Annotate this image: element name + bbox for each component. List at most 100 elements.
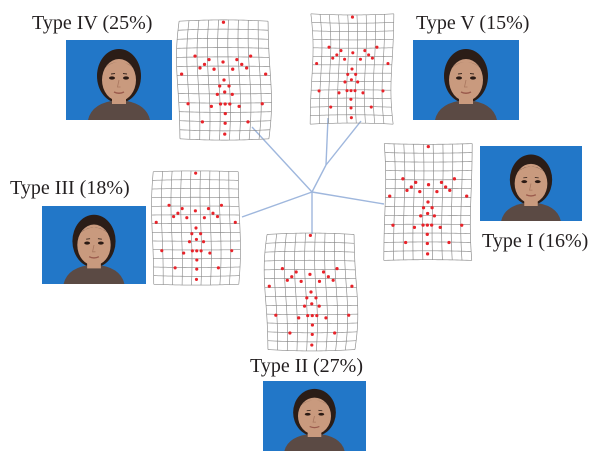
landmark-point (430, 223, 434, 227)
grid-lines (309, 13, 395, 125)
landmark-point (333, 331, 337, 335)
landmark-point (367, 53, 371, 57)
grid-column-line (412, 144, 415, 260)
grid-column-line (393, 143, 396, 261)
grid-column-line (355, 14, 358, 124)
landmark-point (351, 51, 355, 55)
landmark-point (240, 62, 244, 67)
grid-column-line (337, 14, 341, 124)
grid-column-line (469, 143, 473, 261)
landmark-point (187, 240, 192, 244)
grid-column-line (199, 170, 202, 286)
landmark-point (221, 60, 225, 64)
landmark-point (172, 215, 176, 219)
grid-row-line (383, 259, 472, 261)
landmark-point (314, 296, 318, 300)
landmark-point (211, 211, 215, 215)
deformation-grid-type-v (309, 13, 395, 125)
grid-row-line (267, 340, 357, 343)
landmark-point (215, 92, 219, 97)
face-photo-type-iii (42, 206, 146, 284)
landmark-point (460, 223, 464, 227)
landmark-point (207, 57, 211, 62)
grid-column-line (328, 14, 332, 124)
landmark-point (288, 331, 292, 335)
landmark-point (274, 313, 278, 317)
landmark-point (173, 266, 177, 270)
grid-column-line (257, 20, 262, 140)
landmark-point (327, 45, 331, 49)
grid-column-line (180, 170, 183, 286)
grid-row-line (267, 331, 358, 334)
landmark-point (409, 185, 413, 189)
landmark-point (285, 278, 289, 282)
landmark-point (219, 203, 224, 207)
grid-column-line (237, 20, 241, 140)
landmark-point (195, 267, 199, 271)
landmark-point (343, 57, 347, 61)
grid-row-line (384, 152, 473, 154)
landmark-point (199, 249, 203, 253)
deformation-grid-type-iii (151, 170, 241, 286)
grid-column-line (237, 171, 241, 285)
landmark-point (200, 120, 205, 124)
grid-row-line (310, 122, 394, 125)
type-i-label: Type I (16%) (482, 230, 589, 252)
landmark-point (194, 237, 199, 241)
landmark-point (421, 206, 426, 210)
landmark-point (310, 302, 314, 306)
landmark-point (425, 223, 429, 227)
landmark-point (230, 249, 234, 253)
landmark-point (230, 92, 234, 97)
grid-column-line (383, 143, 387, 261)
landmark-point (198, 66, 202, 70)
grid-row-line (152, 179, 239, 181)
grid-column-line (207, 20, 211, 140)
landmark-point (426, 144, 430, 149)
face-photo-type-ii (263, 381, 366, 451)
landmark-point (264, 72, 268, 76)
landmark-point (321, 270, 326, 274)
landmark-point (206, 207, 211, 211)
landmark-point (404, 240, 408, 245)
grid-column-line (344, 233, 349, 351)
grid-column-line (294, 233, 298, 351)
face-photo-type-i (480, 146, 582, 221)
grid-column-line (390, 13, 395, 125)
landmark-point (465, 194, 469, 198)
grid-row-line (311, 21, 394, 24)
landmark-point (354, 72, 358, 76)
landmark-point (425, 252, 430, 256)
grid-lines (383, 143, 473, 261)
grid-column-line (372, 14, 376, 124)
landmark-point (309, 290, 313, 294)
grid-column-line (190, 170, 193, 286)
landmark-point (349, 106, 353, 110)
landmark-point (349, 78, 353, 82)
landmark-point (193, 209, 197, 213)
landmark-point (391, 223, 395, 227)
landmark-point (349, 116, 353, 120)
landmark-point (180, 207, 184, 211)
landmark-point (412, 225, 417, 230)
landmark-point (425, 211, 430, 216)
type-iii-label: Type III (18%) (10, 177, 130, 199)
grid-column-line (441, 144, 444, 260)
landmark-point (267, 284, 271, 288)
grid-column-line (176, 21, 181, 139)
grid-row-line (384, 143, 473, 145)
grid-column-line (381, 14, 385, 124)
grid-column-line (309, 13, 314, 125)
grid-row-line (153, 170, 239, 173)
landmark-point (308, 233, 312, 238)
tree-branch-type-v-c (325, 120, 362, 166)
grid-row-line (264, 250, 355, 253)
landmark-point (414, 180, 418, 184)
landmark-point (223, 121, 227, 125)
landmark-point (448, 188, 452, 193)
landmark-point (405, 188, 409, 193)
landmark-point (350, 284, 354, 288)
landmark-point (306, 313, 310, 318)
grid-column-line (160, 171, 164, 285)
